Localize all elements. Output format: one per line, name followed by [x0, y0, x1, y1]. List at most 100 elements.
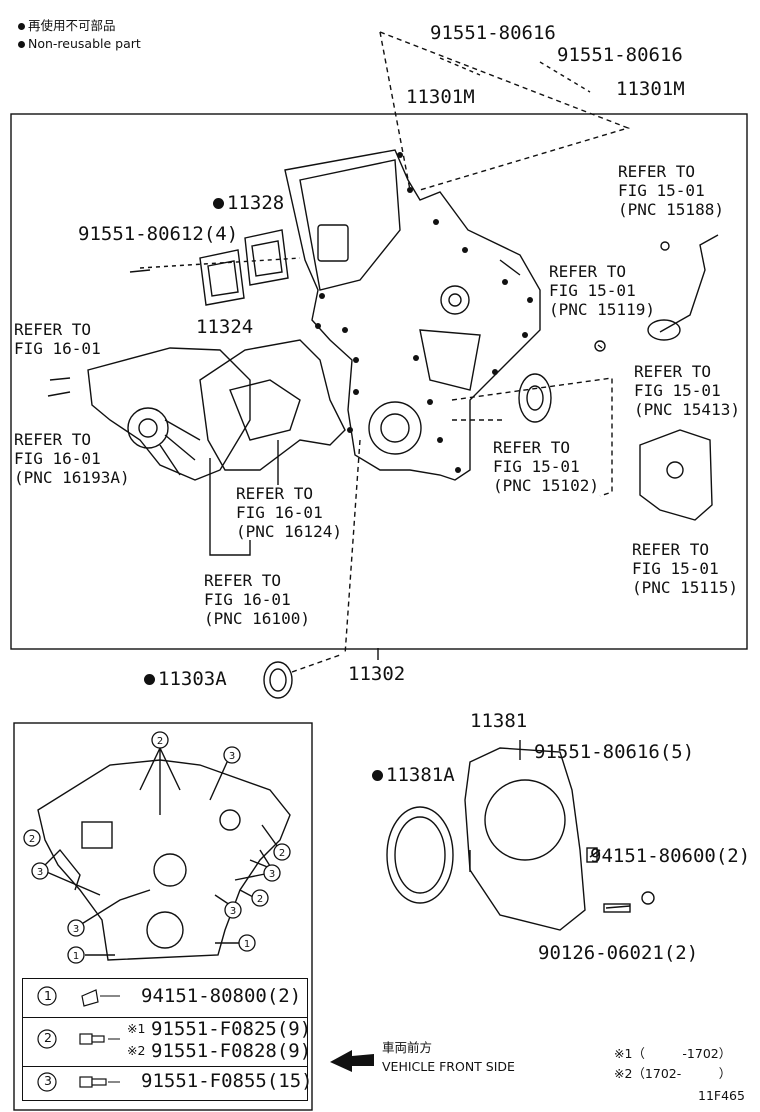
legend-jp-text: 再使用不可部品 [28, 18, 116, 33]
svg-text:3: 3 [229, 751, 235, 762]
ref-line: REFER TO [236, 484, 314, 503]
part-11301m-a[interactable]: 11301M [406, 86, 475, 108]
non-reusable-dot-icon [18, 41, 25, 48]
svg-text:1: 1 [73, 951, 79, 962]
bolt-table-row-2: 2 ※1 91551-F0825(9) ※2 91551-F0828(9) [22, 1016, 312, 1067]
ref-line: FIG 16-01 [14, 449, 101, 468]
non-reusable-dot-icon [144, 674, 155, 685]
bolt-location-inset [13, 722, 313, 1111]
part-11302[interactable]: 11302 [348, 663, 406, 685]
legend-jp: 再使用不可部品 [18, 18, 116, 33]
ref-line: (PNC 16100) [204, 609, 310, 628]
non-reusable-dot-icon [18, 23, 25, 30]
svg-text:3: 3 [230, 906, 236, 917]
water-pump-outline [87, 347, 251, 481]
part-11324[interactable]: 11324 [196, 316, 254, 338]
bolt-part-94151-80800[interactable]: 94151-80800(2) [141, 985, 302, 1007]
svg-text:3: 3 [73, 924, 79, 935]
part-11381a-label: 11381A [386, 764, 455, 786]
part-11328-label: 11328 [227, 192, 285, 214]
ref-pnc-15188[interactable]: REFER TO FIG 15-01 (PNC 15188) [618, 162, 724, 219]
ref-line: REFER TO [204, 571, 282, 590]
callout-2: 2 [44, 1030, 52, 1045]
bolt-part-91551-f0828[interactable]: 91551-F0828(9) [151, 1040, 312, 1062]
ref-line: REFER TO [632, 540, 710, 559]
non-reusable-dot-icon [372, 770, 383, 781]
callout-1: 1 [44, 988, 52, 1003]
ref-line: REFER TO [14, 430, 92, 449]
part-11381[interactable]: 11381 [470, 710, 528, 732]
svg-text:2: 2 [29, 834, 35, 845]
ref-line: FIG 15-01 [618, 181, 705, 200]
rear-oil-seal [386, 806, 454, 904]
part-11381a[interactable]: 11381A [372, 766, 455, 785]
ref-pnc-16100[interactable]: REFER TO FIG 16-01 (PNC 16100) [204, 571, 310, 628]
timing-cover-outline [284, 149, 541, 481]
part-90126-06021[interactable]: 90126-06021(2) [538, 942, 699, 964]
ref-line: REFER TO [618, 162, 696, 181]
figure-code: 11F465 [698, 1088, 745, 1103]
ref-line: REFER TO [549, 262, 627, 281]
ref-line: (PNC 15188) [618, 200, 724, 219]
legend-en-text: Non-reusable part [28, 36, 141, 51]
ref-line: (PNC 15102) [493, 476, 599, 495]
ref-line: FIG 16-01 [14, 339, 101, 358]
ref-line: FIG 15-01 [549, 281, 636, 300]
ref-line: FIG 16-01 [204, 590, 291, 609]
ref-line: (PNC 16124) [236, 522, 342, 541]
ref-pnc-15119[interactable]: REFER TO FIG 15-01 (PNC 15119) [549, 262, 655, 319]
mark-1: ※1 [127, 1021, 146, 1036]
ref-line: FIG 15-01 [634, 381, 721, 400]
ref-line: (PNC 15413) [634, 400, 740, 419]
svg-text:3: 3 [269, 869, 275, 880]
water-pump-gasket [199, 339, 346, 471]
rear-retainer-outline [464, 747, 586, 931]
oil-pump-body [639, 429, 713, 521]
callout-3: 3 [44, 1073, 52, 1088]
ref-line: (PNC 16193A) [14, 468, 130, 487]
svg-text:1: 1 [244, 939, 250, 950]
legend-en: Non-reusable part [18, 36, 141, 51]
bolt-part-91551-f0825[interactable]: 91551-F0825(9) [151, 1018, 312, 1040]
ref-line: REFER TO [493, 438, 571, 457]
mark-2: ※2 [127, 1043, 146, 1058]
bolt-table-row-1: 1 94151-80800(2) [22, 978, 308, 1018]
bolt-part-91551-f0855[interactable]: 91551-F0855(15) [141, 1070, 313, 1092]
front-arrow-icon [330, 1050, 374, 1072]
part-11303a-label: 11303A [158, 668, 227, 690]
svg-text:2: 2 [257, 894, 263, 905]
ref-line: (PNC 15115) [632, 578, 738, 597]
ref-pnc-15102[interactable]: REFER TO FIG 15-01 (PNC 15102) [493, 438, 599, 495]
part-91551-80612[interactable]: 91551-80612(4) [78, 223, 239, 245]
ref-line: FIG 16-01 [236, 503, 323, 522]
svg-text:2: 2 [279, 848, 285, 859]
direction-jp: 車両前方 [382, 1040, 433, 1055]
svg-text:3: 3 [37, 867, 43, 878]
ref-line: REFER TO [14, 320, 92, 339]
part-11328[interactable]: 11328 [213, 194, 284, 213]
ref-pnc-15115[interactable]: REFER TO FIG 15-01 (PNC 15115) [632, 540, 738, 597]
note-1: ※1（ -1702） [614, 1046, 732, 1061]
ref-pnc-16193a[interactable]: REFER TO FIG 16-01 (PNC 16193A) [14, 430, 130, 487]
svg-text:2: 2 [157, 736, 163, 747]
main-frame [10, 113, 748, 650]
part-11301m-b[interactable]: 11301M [616, 78, 685, 100]
ref-pnc-15413[interactable]: REFER TO FIG 15-01 (PNC 15413) [634, 362, 740, 419]
bolt-table-row-3: 3 91551-F0855(15) [22, 1066, 313, 1101]
oil-pipe [659, 234, 719, 333]
non-reusable-dot-icon [213, 198, 224, 209]
part-91551-80616-a[interactable]: 91551-80616 [430, 22, 556, 44]
part-11303a[interactable]: 11303A [144, 670, 227, 689]
part-91551-80616-b[interactable]: 91551-80616 [557, 44, 683, 66]
part-94151-80600[interactable]: 94151-80600(2) [590, 845, 751, 867]
ref-line: (PNC 15119) [549, 300, 655, 319]
ref-fig-16-01[interactable]: REFER TO FIG 16-01 [14, 320, 101, 358]
direction-en: VEHICLE FRONT SIDE [382, 1059, 515, 1074]
ref-line: FIG 15-01 [493, 457, 580, 476]
ref-line: REFER TO [634, 362, 712, 381]
ref-pnc-16124[interactable]: REFER TO FIG 16-01 (PNC 16124) [236, 484, 342, 541]
note-2: ※2（1702- ） [614, 1066, 732, 1081]
part-91551-80616-5[interactable]: 91551-80616(5) [534, 741, 695, 763]
ref-line: FIG 15-01 [632, 559, 719, 578]
